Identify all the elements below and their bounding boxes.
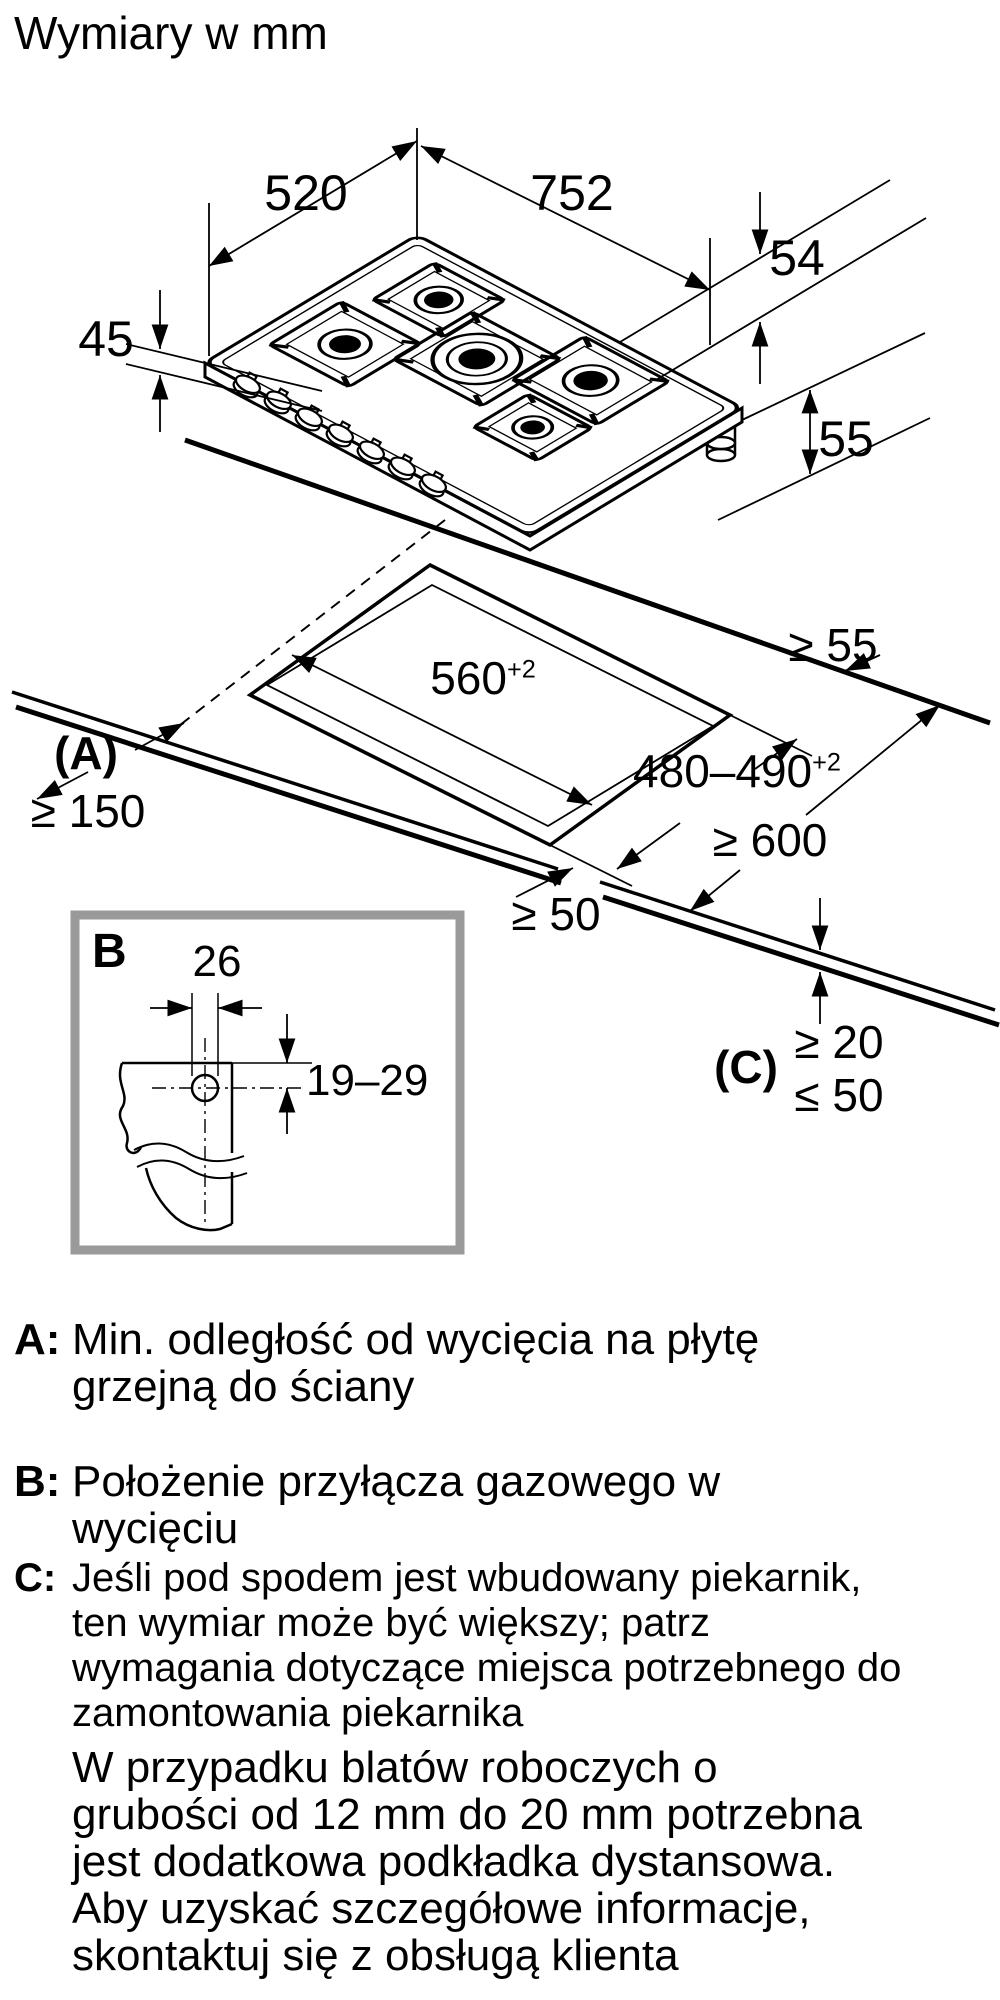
worktop-drawing — [11, 437, 1000, 1028]
alignment-dashed-line — [179, 519, 446, 726]
legend-text: zamontowania piekarnika — [72, 1691, 524, 1735]
dim-55-label: 55 — [818, 411, 874, 467]
a-min-label: ≥ 150 — [30, 785, 146, 837]
dim-45-label: 45 — [78, 311, 134, 367]
legend-text: Aby uzyskać szczegółowe informacje, — [72, 1884, 811, 1933]
cutout-inner — [265, 583, 715, 828]
legend-key-b: B: — [14, 1457, 61, 1506]
legend-text: skontaktuj się z obsługą klienta — [72, 1931, 679, 1980]
burner-front-left — [268, 301, 422, 388]
dim-480-arrow-top — [754, 738, 798, 770]
detail-b-frame — [70, 910, 465, 1255]
burner-right — [511, 335, 670, 426]
wall-clearance-arrow — [844, 653, 881, 672]
burner-front-small — [472, 393, 593, 462]
hole-offset-label: 19–29 — [306, 1056, 429, 1105]
legend-text: W przypadku blatów roboczych o — [72, 1743, 718, 1792]
hole-width-label: 26 — [192, 937, 242, 986]
legend-text: Min. odległość od wycięcia na płytę — [72, 1315, 760, 1364]
a-ref-label: (A) — [54, 727, 118, 779]
detail-b-drawing — [118, 993, 312, 1232]
wall-clearance-label: ≥ 55 — [788, 619, 878, 671]
detail-b-letter: B — [92, 925, 127, 978]
dim-752-label: 752 — [530, 165, 614, 221]
thickness-min-label: ≥ 20 — [794, 1016, 884, 1068]
wall-line — [184, 437, 991, 726]
front-clearance-arrow — [515, 867, 574, 898]
legend-key-a: A: — [14, 1315, 61, 1364]
dim-520-arrow — [208, 140, 418, 267]
dim-560-arrow — [291, 654, 593, 806]
legend-text: grzejną do ściany — [72, 1362, 415, 1411]
worktop-depth-label: ≥ 600 — [712, 814, 828, 866]
worktop-dimension-lines — [36, 653, 941, 1024]
thickness-max-label: ≤ 50 — [794, 1069, 884, 1121]
legend-text: grubości od 12 mm do 20 mm potrzebna — [72, 1790, 862, 1839]
hob-side-band — [203, 360, 744, 552]
legend-key-c: C: — [14, 1556, 57, 1600]
legend-text: wycięciu — [72, 1504, 239, 1553]
hob-dimension-lines — [125, 128, 931, 521]
front-clearance-label: ≥ 50 — [511, 888, 601, 940]
cutout-depth-label: 480–490+2 — [633, 745, 841, 797]
legend-text: wymagania dotyczące miejsca potrzebnego … — [72, 1646, 902, 1690]
legend-text: Jeśli pod spodem jest wbudowany piekarni… — [72, 1556, 862, 1600]
control-knobs — [232, 371, 447, 498]
dim-520-label: 520 — [264, 165, 348, 221]
dim-54-label: 54 — [769, 230, 825, 286]
hob-top-surface — [207, 236, 740, 534]
dim-752-arrow — [420, 145, 711, 291]
legend-text: jest dodatkowa podkładka dystansowa. — [72, 1837, 836, 1886]
legend-text: Położenie przyłącza gazowego w — [72, 1457, 721, 1506]
cutout-width-label: 560+2 — [430, 652, 536, 704]
page-title: Wymiary w mm — [14, 7, 328, 59]
legend-text: ten wymiar może być większy; patrz — [72, 1601, 710, 1645]
c-ref-label: (C) — [714, 1041, 778, 1093]
dim-480-arrow-bottom — [616, 822, 681, 870]
